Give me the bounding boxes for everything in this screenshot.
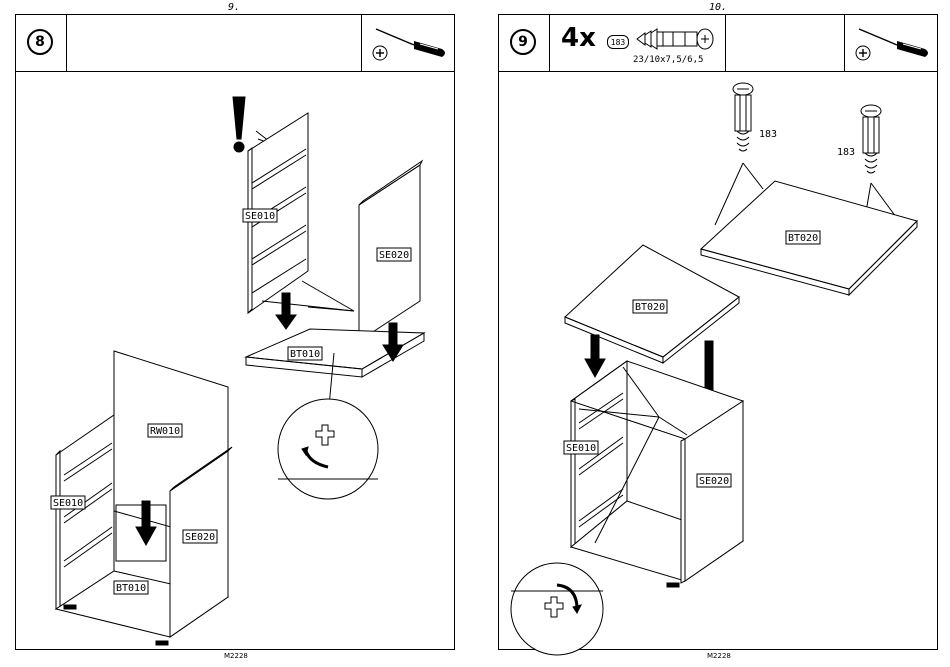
page-number-right: 10. [709,2,727,13]
footer-code-left: M2228 [224,652,248,660]
label-dowel-right: 183 [837,147,855,158]
label-se010-bottom: SE010 [53,498,83,509]
label-se010-top: SE010 [245,211,275,222]
dowel-icon [633,23,723,53]
assembly-illustration: SE010 SE020 BT010 RW010 SE010 SE020 BT01… [16,71,456,651]
label-bt020-mid: BT020 [635,302,665,313]
footer-code-right: M2228 [707,652,731,660]
dimensions-label: 23/10x7,5/6,5 [633,55,703,65]
label-bt010-top: BT010 [290,349,320,360]
page-number-left: 9. [228,2,240,13]
label-bt010-bottom: BT010 [116,583,146,594]
label-rw010: RW010 [150,426,180,437]
label-se020-top: SE020 [379,250,409,261]
label-se020: SE020 [699,476,729,487]
dowel-right-drawing [861,105,881,173]
part-number-badge: 183 [607,35,629,49]
step-number: 9 [510,29,536,55]
tool-cell [844,15,937,71]
step-number: 8 [27,29,53,55]
screwdriver-icon [845,15,937,71]
label-dowel-left: 183 [759,129,777,140]
step-number-cell: 9 [499,15,550,71]
dowel-left-drawing [733,83,753,151]
step-number-cell: 8 [16,15,67,71]
tool-cell [361,15,454,71]
hardware-cell: 4x 183 23/10x7,5/6,5 [549,15,726,71]
assembly-illustration: 183 183 BT020 BT020 SE010 SE020 [499,71,939,651]
phillips-screw-icon [856,46,870,60]
step-header: 9 4x 183 23/10x7,5/6,5 [499,15,937,72]
instruction-panel-step-8: 8 [15,14,455,650]
label-se020-bottom: SE020 [185,532,215,543]
phillips-screw-icon [373,46,387,60]
label-bt020-top: BT020 [788,233,818,244]
instruction-panel-step-9: 9 4x 183 23/10x7,5/6,5 [498,14,938,650]
label-se010: SE010 [566,443,596,454]
step-header: 8 [16,15,454,72]
screwdriver-icon [362,15,454,71]
quantity-label: 4x [561,23,596,53]
